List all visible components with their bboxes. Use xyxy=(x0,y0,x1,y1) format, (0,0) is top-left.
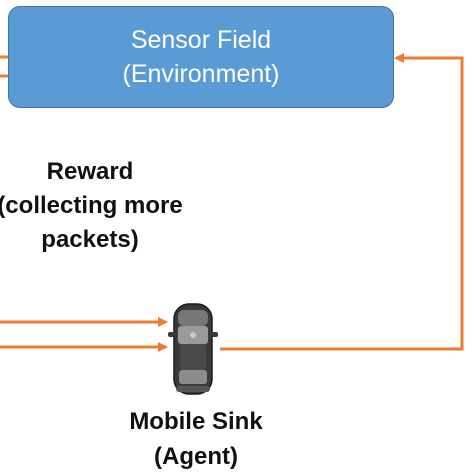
reward-description-line1: (collecting more xyxy=(0,192,183,219)
environment-box xyxy=(8,6,394,108)
environment-title: Sensor Field xyxy=(130,26,272,54)
reward-title: Reward xyxy=(46,158,134,185)
reward-description-line2: packets) xyxy=(41,226,139,253)
action-arrow xyxy=(220,53,464,351)
car-icon xyxy=(168,303,218,395)
agent-subtitle: (Agent) xyxy=(154,443,238,470)
agent-title: Mobile Sink xyxy=(129,408,263,435)
environment-subtitle: (Environment) xyxy=(122,60,280,88)
